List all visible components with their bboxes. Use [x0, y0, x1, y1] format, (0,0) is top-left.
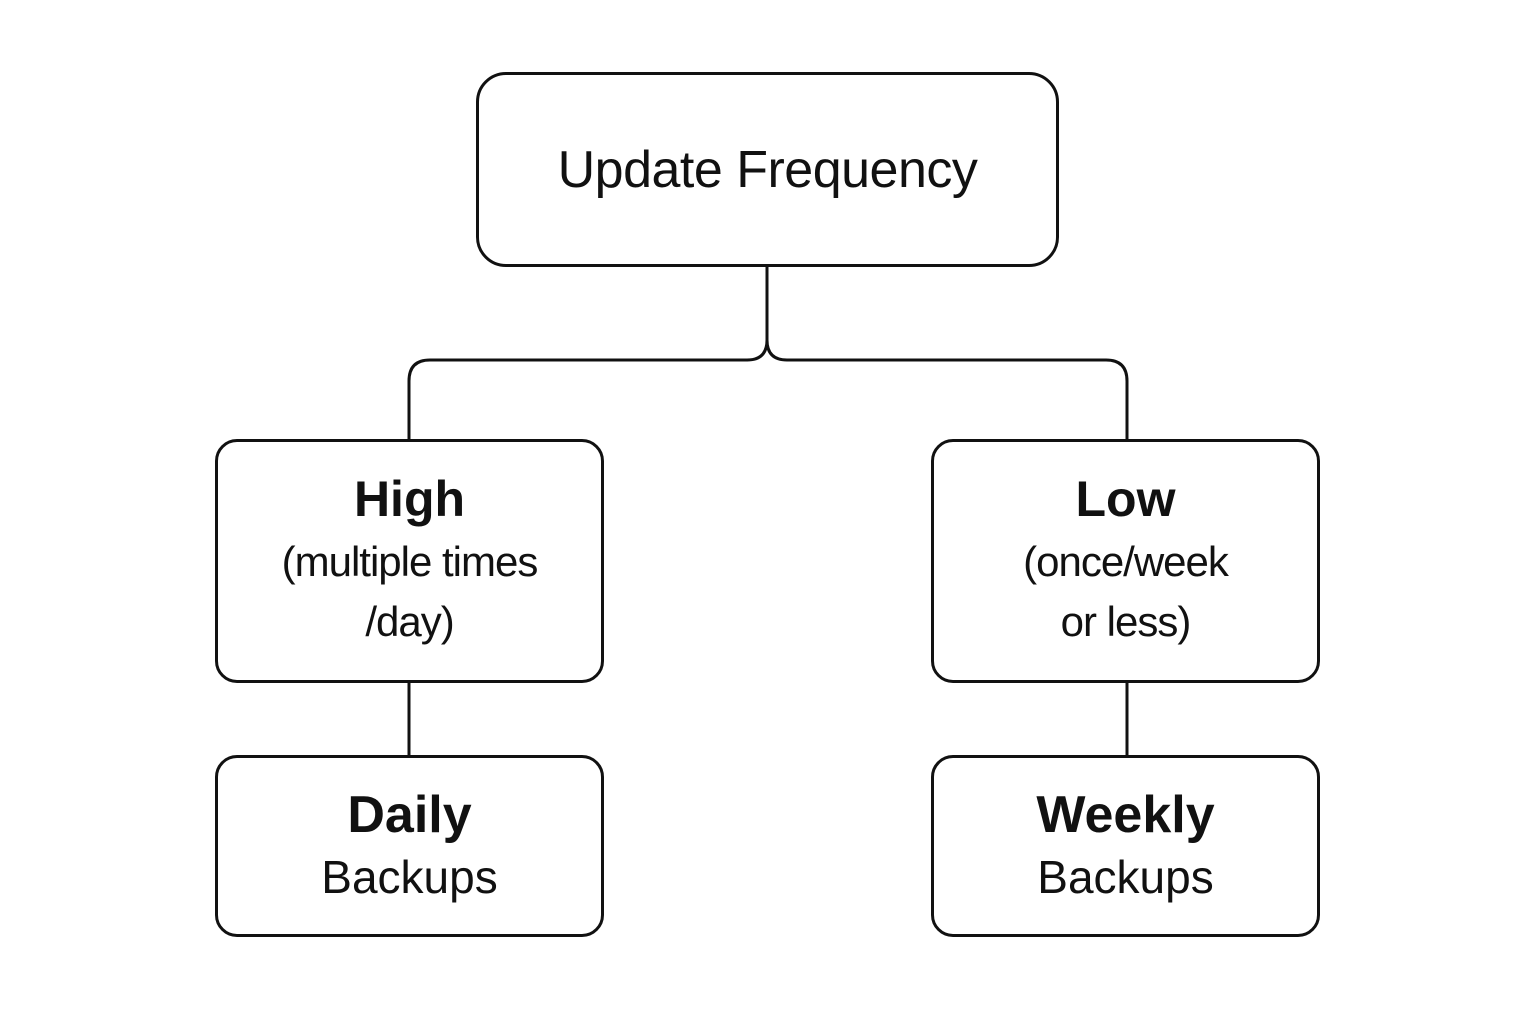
leaf-daily-line2: Backups: [321, 851, 498, 903]
connector-root-to-low: [765, 338, 1129, 441]
branch-low-title: Low: [1075, 471, 1176, 527]
leaf-weekly-line1: Weekly: [1036, 786, 1215, 844]
leaf-daily-line1: Daily: [347, 786, 472, 844]
leaf-weekly-line2: Backups: [1037, 851, 1214, 903]
branch-high-title: High: [353, 471, 466, 527]
branch-low-detail-line1: (once/week: [1023, 538, 1229, 585]
leaf-node-weekly-backups: Weekly Backups: [931, 755, 1320, 937]
root-node-update-frequency: Update Frequency: [476, 72, 1059, 267]
leaf-node-daily-backups: Daily Backups: [215, 755, 604, 937]
connector-root-trunk: [745, 265, 769, 362]
branch-node-high: High (multiple times /day): [215, 439, 604, 683]
branch-high-detail-line2: /day): [365, 598, 454, 645]
branch-node-low: Low (once/week or less): [931, 439, 1320, 683]
root-node-label: Update Frequency: [557, 140, 978, 199]
connector-root-to-high: [407, 358, 749, 441]
branch-high-detail-line1: (multiple times: [281, 538, 539, 585]
branch-low-detail-line2: or less): [1060, 598, 1192, 645]
